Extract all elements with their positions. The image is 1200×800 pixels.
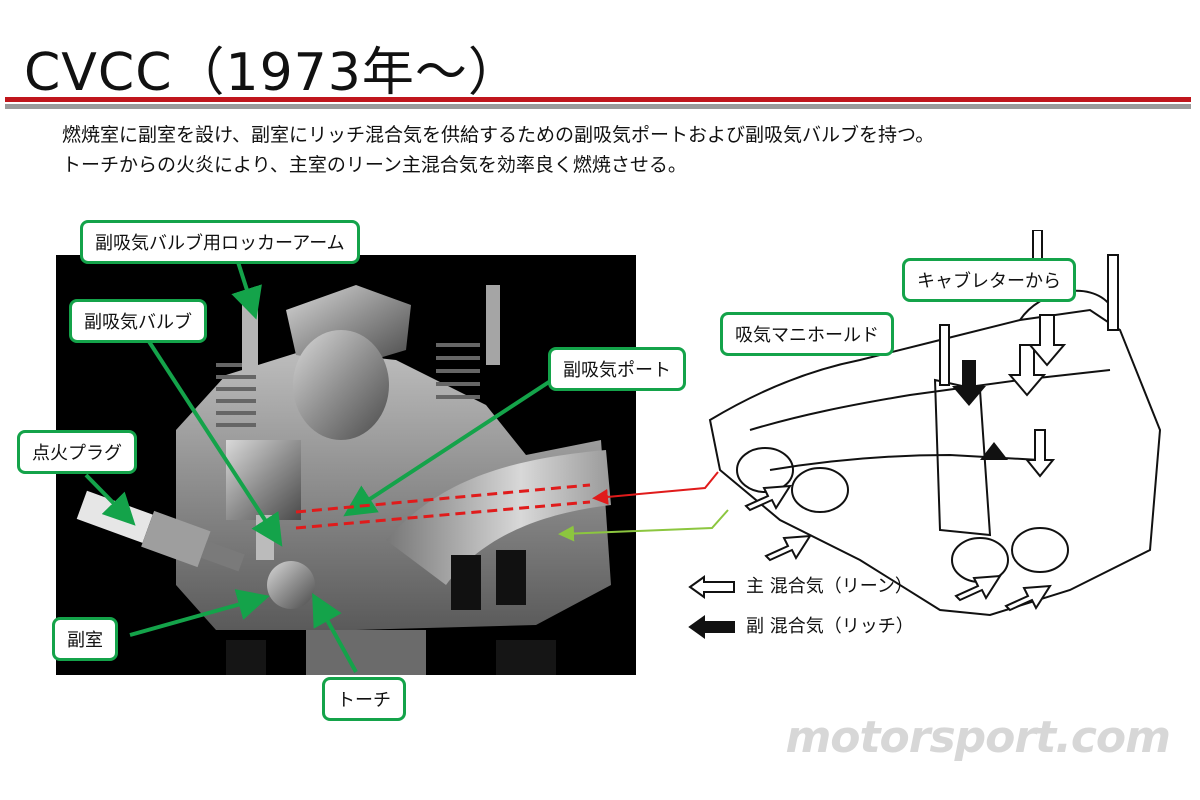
white-arrow-icon [688,575,735,599]
legend-main-mixture: 主 混合気（リーン） [688,572,913,599]
description-line-2: トーチからの火炎により、主室のリーン主混合気を効率良く燃焼させる。 [62,154,687,176]
description-line-1: 燃焼室に副室を設け、副室にリッチ混合気を供給するための副吸気ポートおよび副吸気バ… [62,124,935,146]
callout-aux-port: 副吸気ポート [548,347,686,391]
description: 燃焼室に副室を設け、副室にリッチ混合気を供給するための副吸気ポートおよび副吸気バ… [62,120,934,180]
callout-aux-valve: 副吸気バルブ [69,299,207,343]
legend-main-mixture-label: 主 混合気（リーン） [746,576,913,597]
legend-aux-mixture: 副 混合気（リッチ） [688,612,914,639]
callout-from-carburetor: キャブレターから [902,258,1076,302]
black-arrow-icon [688,615,735,639]
watermark-logo: motorsport.com [785,712,1171,763]
callout-rocker-arm: 副吸気バルブ用ロッカーアーム [80,220,360,264]
legend-aux-mixture-label: 副 混合気（リッチ） [746,616,914,637]
callout-torch: トーチ [322,677,406,721]
title-underline-red [5,97,1191,102]
page-title: CVCC（1973年～） [24,43,521,103]
callout-spark-plug: 点火プラグ [17,430,137,474]
title-underline-grey [5,104,1191,109]
callout-prechamber: 副室 [52,617,118,661]
callout-intake-manifold: 吸気マニホールド [720,312,894,356]
